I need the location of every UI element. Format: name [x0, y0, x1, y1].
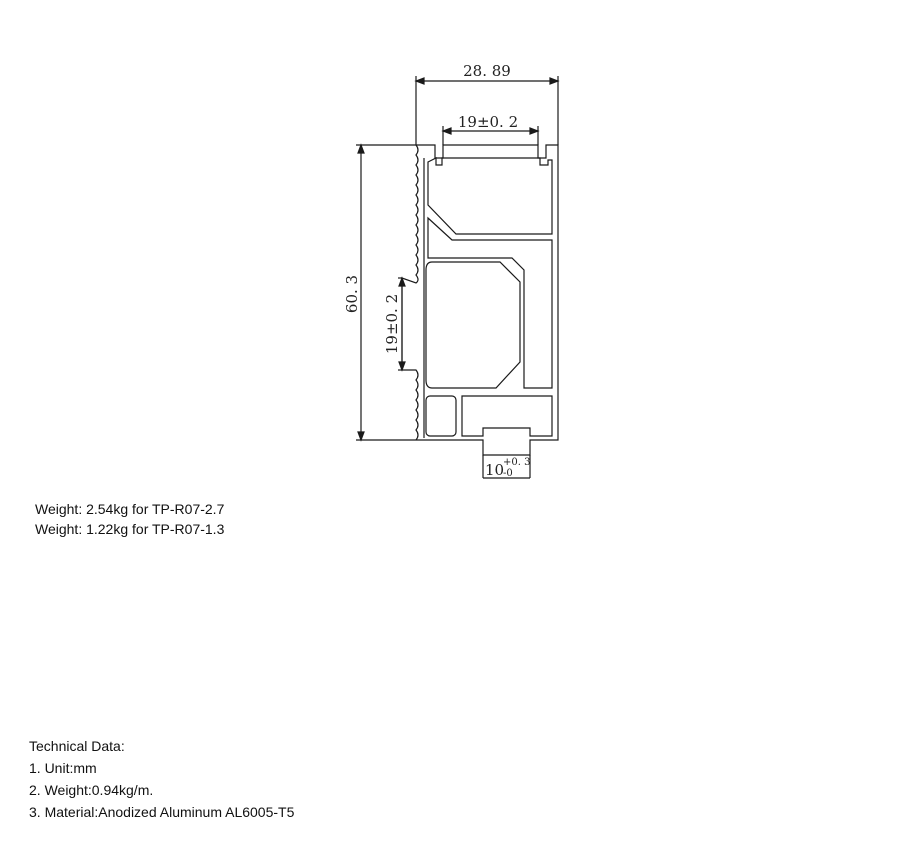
dim-slot-top: 19±0. 2	[458, 113, 518, 131]
serrated-edge	[401, 144, 419, 441]
profile-outline	[416, 144, 559, 456]
technical-title: Technical Data:	[29, 738, 125, 754]
bottom-right-cavity	[461, 395, 553, 437]
weight-line: Weight: 2.54kg for TP-R07-2.7	[35, 501, 225, 517]
web-cavity	[427, 216, 553, 389]
technical-item: 1. Unit:mm	[29, 760, 97, 776]
dim-width-total: 28. 89	[463, 62, 511, 80]
dim-slot-side: 19±0. 2	[383, 294, 401, 354]
top-cavity	[427, 157, 553, 235]
technical-item: 3. Material:Anodized Aluminum AL6005-T5	[29, 804, 295, 820]
dim-bottom-tab: 10	[485, 461, 504, 479]
dim-height-total: 60. 3	[343, 275, 361, 313]
middle-cavity	[425, 261, 521, 389]
technical-data-block: Technical Data: 1. Unit:mm 2. Weight:0.9…	[29, 735, 294, 823]
dim-bottom-tab-minus: -0	[503, 468, 513, 479]
dim-bottom-tab-plus: +0. 3	[503, 457, 530, 468]
technical-item: 2. Weight:0.94kg/m.	[29, 782, 154, 798]
weights-block: Weight: 2.54kg for TP-R07-2.7 Weight: 1.…	[35, 499, 224, 539]
weight-line: Weight: 1.22kg for TP-R07-1.3	[35, 521, 225, 537]
bottom-left-cavity	[425, 395, 457, 437]
